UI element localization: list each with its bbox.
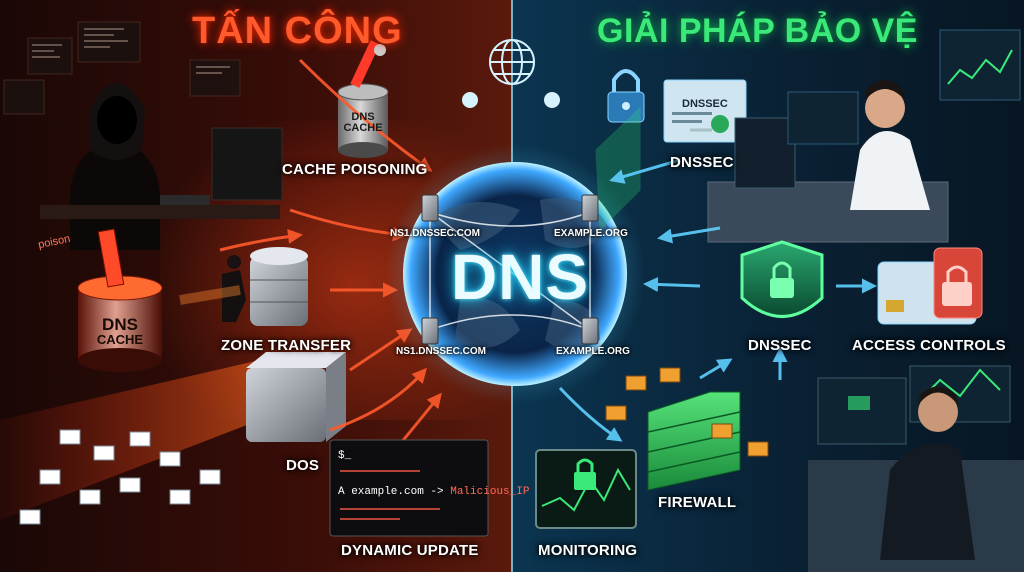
defense-section-title: GIẢI PHÁP BẢO VỆ — [597, 12, 918, 50]
dnssec-certificate — [663, 79, 747, 143]
server-label-ns1-top: NS1.DNSSEC.COM — [390, 228, 481, 239]
attacker-monitor-wall — [3, 21, 241, 115]
hacker-figure — [40, 82, 283, 250]
terminal-command: A example.com -> Malicious_IP — [338, 486, 530, 498]
cache-barrel-small-text: DNS CACHE — [343, 111, 383, 134]
server-label-example-top: EXAMPLE.ORG — [554, 228, 628, 239]
attack-section-title: TẤN CÔNG — [192, 10, 403, 52]
access-controls-icon — [877, 247, 983, 325]
zone-transfer-illustration — [179, 247, 308, 326]
envelopes-right — [605, 367, 769, 457]
cache-poisoning-label: CACHE POISONING — [282, 161, 428, 178]
firewall-icon — [595, 106, 741, 491]
server-label-example-bottom: EXAMPLE.ORG — [556, 346, 630, 357]
analyst-top — [707, 29, 1021, 243]
dnssec-shield-icon — [740, 240, 824, 318]
cache-barrel-large-text: DNS CACHE — [96, 315, 144, 347]
dns-center-label: DNS — [450, 241, 590, 313]
certificate-badge-text: DNSSEC — [682, 98, 728, 110]
terminal-prompt: $_ — [338, 450, 352, 462]
dos-illustration — [0, 352, 346, 525]
defense-arrows — [558, 158, 877, 442]
globe-network-icon — [462, 39, 560, 108]
server-label-ns1-bottom: NS1.DNSSEC.COM — [396, 346, 487, 357]
firewall-label: FIREWALL — [658, 494, 737, 511]
dnssec-shield-label: DNSSEC — [748, 337, 812, 354]
cache-barrel-small — [337, 40, 389, 158]
analyst-bottom — [808, 365, 1024, 572]
malicious-ip-text: Malicious_IP — [450, 486, 530, 498]
zone-transfer-label: ZONE TRANSFER — [221, 337, 352, 354]
access-controls-label: ACCESS CONTROLS — [852, 337, 1006, 354]
dynamic-update-label: DYNAMIC UPDATE — [341, 542, 479, 559]
dnssec-certificate-label: DNSSEC — [670, 154, 734, 171]
cache-barrel-large — [77, 228, 163, 372]
monitoring-screen — [535, 449, 637, 529]
terminal-window — [329, 439, 489, 537]
dos-label: DOS — [286, 457, 320, 474]
dns-globe — [385, 144, 645, 404]
padlock-icon — [607, 69, 645, 123]
monitoring-label: MONITORING — [538, 542, 638, 559]
